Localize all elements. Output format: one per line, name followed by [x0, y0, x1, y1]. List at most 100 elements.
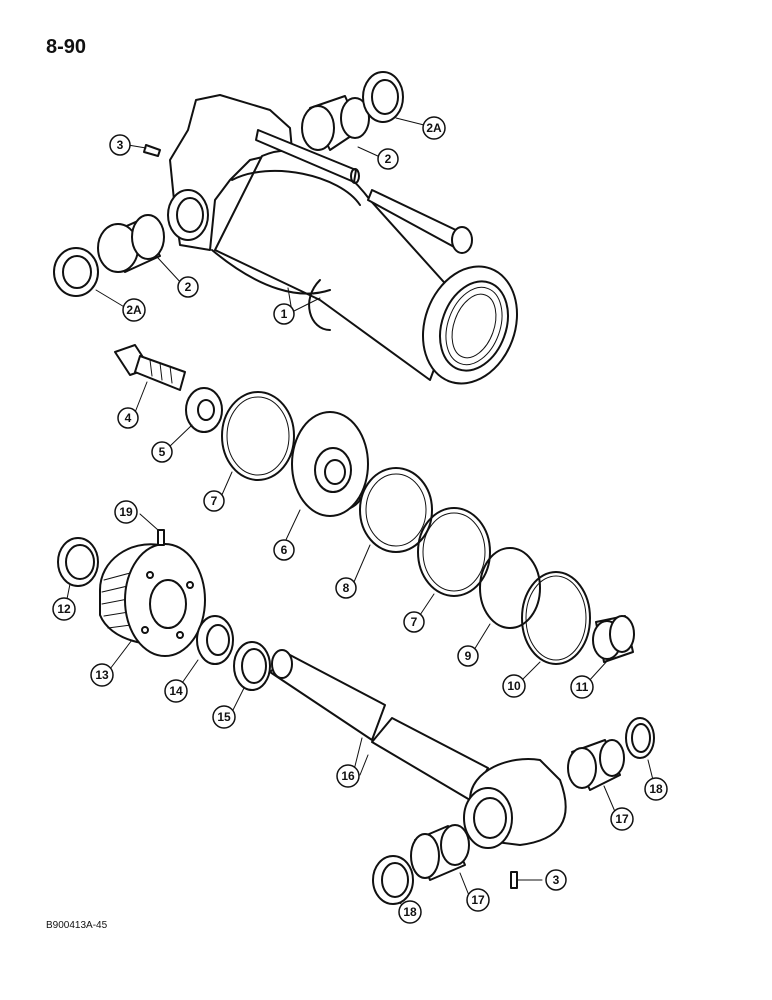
callout-c-9: 9: [457, 645, 479, 667]
bushing-part-17-lower: [410, 824, 470, 881]
callout-circle: [545, 869, 567, 891]
callout-label: 15: [217, 710, 231, 724]
callout-c-5: 5: [151, 441, 173, 463]
callout-label: 17: [615, 812, 629, 826]
callout-c-2A-b: 2A: [122, 298, 146, 322]
callout-circle: [336, 764, 360, 788]
callout-c-1a: 1: [273, 303, 295, 325]
grease-fitting-part-3-lower: [510, 871, 518, 889]
callout-c-18a: 18: [644, 777, 668, 801]
callout-circle: [164, 679, 188, 703]
callout-label: 2A: [426, 121, 442, 135]
page-number: 8-90: [46, 36, 87, 58]
callout-circle: [466, 888, 490, 912]
callout-circle: [114, 500, 138, 524]
seal-part-18-lower: [372, 855, 414, 905]
callout-circle: [403, 611, 425, 633]
callout-circle: [203, 490, 225, 512]
callout-label: 1: [281, 307, 288, 321]
callout-label: 2A: [126, 303, 142, 317]
figure-code: B900413A-45: [46, 920, 108, 931]
bushing-part-2-left: [97, 214, 165, 273]
callout-circle: [273, 539, 295, 561]
grease-fitting-part-3-upper: [143, 144, 161, 157]
callout-label: 13: [95, 668, 109, 682]
callout-c-2a: 2: [377, 148, 399, 170]
callout-c-7b: 7: [403, 611, 425, 633]
callout-circle: [457, 645, 479, 667]
callout-c-13: 13: [90, 663, 114, 687]
callout-label: 17: [471, 893, 485, 907]
callout-c-2A-a: 2A: [422, 116, 446, 140]
callout-circle: [377, 148, 399, 170]
callout-circle: [422, 116, 446, 140]
callout-circle: [212, 705, 236, 729]
callout-c-4: 4: [117, 407, 139, 429]
callout-c-15: 15: [212, 705, 236, 729]
ring-part-14: [196, 615, 234, 665]
callout-c-12: 12: [52, 597, 76, 621]
callout-label: 12: [57, 602, 71, 616]
callout-label: 18: [403, 905, 417, 919]
callout-c-11: 11: [570, 675, 594, 699]
wiper-part-15: [233, 641, 271, 691]
callout-label: 16: [341, 769, 355, 783]
bushing-part-17-right: [567, 739, 625, 791]
callout-circle: [117, 407, 139, 429]
callout-c-16: 16: [336, 764, 360, 788]
callout-circle: [273, 303, 295, 325]
seal-part-18-right: [625, 717, 655, 759]
callout-label: 5: [159, 445, 166, 459]
bolt-part-4: [114, 344, 186, 391]
ring-part-12: [57, 537, 99, 587]
bushing-part-2-upper: [301, 95, 370, 151]
seal-part-2A-left: [53, 247, 99, 297]
seal-part-8: [359, 467, 433, 553]
callout-label: 4: [125, 411, 132, 425]
callout-circle: [122, 298, 146, 322]
callout-label: 10: [507, 679, 521, 693]
callout-label: 3: [553, 873, 560, 887]
callout-c-18b: 18: [398, 900, 422, 924]
callout-circle: [610, 807, 634, 831]
callout-label: 8: [343, 581, 350, 595]
callout-c-6: 6: [273, 539, 295, 561]
callout-c-14: 14: [164, 679, 188, 703]
callout-circle: [177, 276, 199, 298]
callout-label: 2: [185, 280, 192, 294]
callout-c-3b: 3: [545, 869, 567, 891]
screw-part-19: [157, 529, 165, 546]
callout-c-2b: 2: [177, 276, 199, 298]
callout-circle: [570, 675, 594, 699]
callout-c-17b: 17: [466, 888, 490, 912]
callout-label: 3: [117, 138, 124, 152]
cylinder-barrel-part-1: [167, 94, 519, 385]
callout-circle: [335, 577, 357, 599]
callout-circle: [151, 441, 173, 463]
callout-c-7a: 7: [203, 490, 225, 512]
callout-c-17a: 17: [610, 807, 634, 831]
piston-part-6: [291, 411, 369, 517]
seal-part-2A-upper: [362, 71, 404, 123]
callout-label: 7: [211, 494, 218, 508]
callout-circle: [644, 777, 668, 801]
callout-c-19: 19: [114, 500, 138, 524]
cylinder-head-part-13: [99, 543, 206, 657]
callout-label: 2: [385, 152, 392, 166]
callout-c-10: 10: [502, 674, 526, 698]
wear-ring-part-7-lower: [417, 507, 491, 597]
washer-part-5: [185, 387, 223, 433]
callout-circle: [90, 663, 114, 687]
callout-circle: [398, 900, 422, 924]
callout-label: 11: [576, 680, 589, 694]
piston-rod-part-16: [269, 649, 567, 849]
callout-circle: [52, 597, 76, 621]
wear-ring-part-7-upper: [221, 391, 295, 481]
callout-label: 14: [169, 684, 183, 698]
callout-label: 19: [119, 505, 133, 519]
callout-c-8: 8: [335, 577, 357, 599]
callout-label: 18: [649, 782, 663, 796]
callout-circle: [502, 674, 526, 698]
